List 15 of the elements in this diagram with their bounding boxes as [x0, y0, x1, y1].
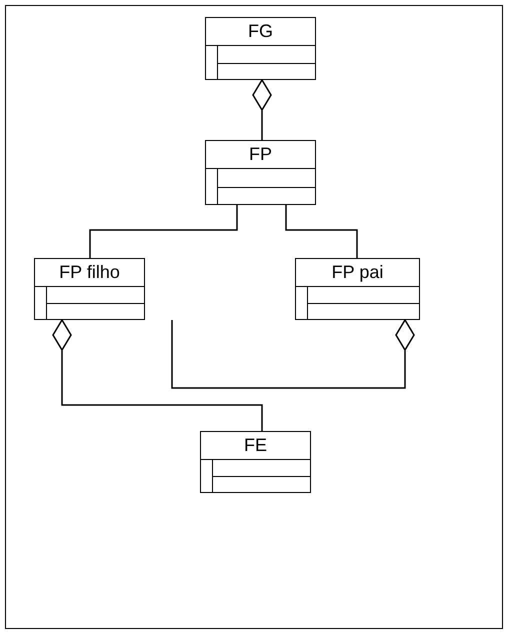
connector	[285, 205, 358, 258]
class-box	[200, 431, 311, 493]
class-name: FE	[244, 435, 267, 455]
aggregation-connector	[252, 79, 272, 140]
class-name: FP	[248, 144, 272, 164]
class-name: FP filho	[59, 262, 120, 282]
aggregation-connector	[171, 319, 415, 389]
class-name: FP pai	[332, 262, 384, 282]
class-box	[295, 258, 420, 320]
class-box	[34, 258, 145, 320]
class-box	[205, 17, 316, 80]
aggregation-connector	[52, 319, 263, 431]
connector	[89, 205, 238, 258]
class-box	[205, 140, 316, 205]
class-name: FG	[248, 21, 273, 41]
